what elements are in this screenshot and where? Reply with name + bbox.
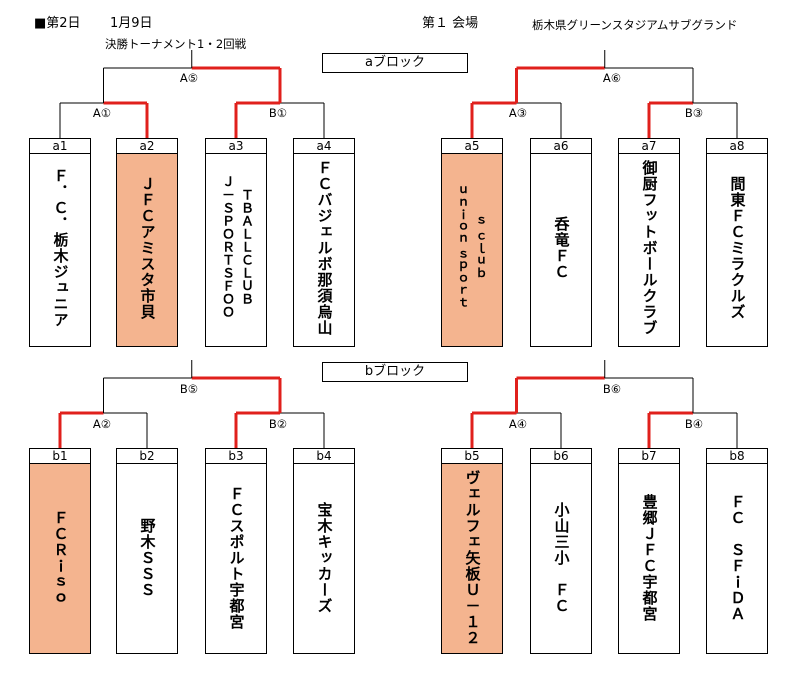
team-code: b5 <box>442 449 502 464</box>
venue-number: 第１ 会場 <box>422 16 479 31</box>
team-name: ＪＦＣアミスタ市貝 <box>138 176 157 320</box>
match-label-b6: B⑥ <box>602 382 622 396</box>
team-code: a4 <box>294 139 354 154</box>
team-a5: a5 ｕｎｉｏｎ ｓｐｏｒｔ ｓ ｃｌｕｂ <box>441 138 503 347</box>
team-code: b3 <box>206 449 266 464</box>
match-label-a4: A④ <box>508 417 528 431</box>
venue-name: 栃木県グリーンスタジアムサブグランド <box>532 18 738 32</box>
team-code: a3 <box>206 139 266 154</box>
team-name-line: ｕｎｉｏｎ ｓｐｏｒｔ <box>456 183 470 309</box>
team-a7: a7 御厨フットボールクラブ <box>618 138 680 347</box>
team-name: Ｆ．Ｃ．栃木ジュニア <box>51 168 70 328</box>
team-name: 御厨フットボールクラブ <box>640 160 659 336</box>
team-name-lines: Ｊ－ＳＰＯＲＴＳＦＯＯ ＴＢＡＬＬＣＬＵＢ <box>206 156 266 336</box>
team-name: 小山三小 ＦＣ <box>552 502 571 614</box>
match-label-b1: B① <box>268 106 288 120</box>
team-b5: b5 ヴェルフェ矢板Ｕ－１２ <box>441 448 503 654</box>
team-code: a8 <box>707 139 767 154</box>
team-code: b8 <box>707 449 767 464</box>
team-b1: b1 ＦＣＲｉｓｏ <box>29 448 91 654</box>
team-name: 宝木キッカーズ <box>315 502 334 614</box>
team-b4: b4 宝木キッカーズ <box>293 448 355 654</box>
team-a6: a6 呑竜ＦＣ <box>530 138 592 347</box>
team-a8: a8 間東ＦＣミラクルズ <box>706 138 768 347</box>
match-label-a3: A③ <box>508 106 528 120</box>
team-b6: b6 小山三小 ＦＣ <box>530 448 592 654</box>
team-name-line: Ｊ－ＳＰＯＲＴＳＦＯＯ <box>219 174 234 318</box>
round-subtitle: 決勝トーナメント1・2回戦 <box>105 37 247 51</box>
team-b2: b2 野木ＳＳＳ <box>116 448 178 654</box>
team-a4: a4 ＦＣバジェルボ那須烏山 <box>293 138 355 347</box>
team-name-line: ｓ ｃｌｕｂ <box>474 213 488 279</box>
team-name: 野木ＳＳＳ <box>138 518 157 598</box>
team-name: ＦＣ ＳＦｉＤＡ <box>728 494 747 622</box>
team-name: 間東ＦＣミラクルズ <box>728 176 747 320</box>
team-name: 豊郷ＪＦＣ宇都宮 <box>640 494 659 622</box>
team-code: a6 <box>531 139 591 154</box>
day-label: ■第2日 <box>34 16 81 31</box>
team-name-lines: ｕｎｉｏｎ ｓｐｏｒｔ ｓ ｃｌｕｂ <box>442 156 502 336</box>
match-label-b5: B⑤ <box>179 382 199 396</box>
team-code: b4 <box>294 449 354 464</box>
block-a-title: aブロック <box>322 53 468 73</box>
team-code: a5 <box>442 139 502 154</box>
team-name: ヴェルフェ矢板Ｕ－１２ <box>463 470 482 646</box>
match-label-a6: A⑥ <box>602 71 622 85</box>
team-a1: a1 Ｆ．Ｃ．栃木ジュニア <box>29 138 91 347</box>
team-a3: a3 Ｊ－ＳＰＯＲＴＳＦＯＯ ＴＢＡＬＬＣＬＵＢ <box>205 138 267 347</box>
team-code: b7 <box>619 449 679 464</box>
team-code: a1 <box>30 139 90 154</box>
match-label-a5: A⑤ <box>179 71 199 85</box>
team-code: a2 <box>117 139 177 154</box>
match-label-b2: B② <box>268 417 288 431</box>
team-b7: b7 豊郷ＪＦＣ宇都宮 <box>618 448 680 654</box>
match-label-b3: B③ <box>684 106 704 120</box>
team-name: 呑竜ＦＣ <box>552 216 571 280</box>
date-label: 1月9日 <box>110 16 153 31</box>
team-b8: b8 ＦＣ ＳＦｉＤＡ <box>706 448 768 654</box>
team-code: a7 <box>619 139 679 154</box>
block-b-title: bブロック <box>322 362 468 382</box>
team-code: b1 <box>30 449 90 464</box>
team-a2: a2 ＪＦＣアミスタ市貝 <box>116 138 178 347</box>
team-b3: b3 ＦＣスポルト宇都宮 <box>205 448 267 654</box>
team-name-line: ＴＢＡＬＬＣＬＵＢ <box>238 187 253 305</box>
team-name: ＦＣバジェルボ那須烏山 <box>315 160 334 336</box>
team-name: ＦＣスポルト宇都宮 <box>227 486 246 630</box>
match-label-a2: A② <box>92 417 112 431</box>
team-name: ＦＣＲｉｓｏ <box>51 510 70 606</box>
match-label-a1: A① <box>92 106 112 120</box>
team-code: b2 <box>117 449 177 464</box>
team-code: b6 <box>531 449 591 464</box>
match-label-b4: B④ <box>684 417 704 431</box>
